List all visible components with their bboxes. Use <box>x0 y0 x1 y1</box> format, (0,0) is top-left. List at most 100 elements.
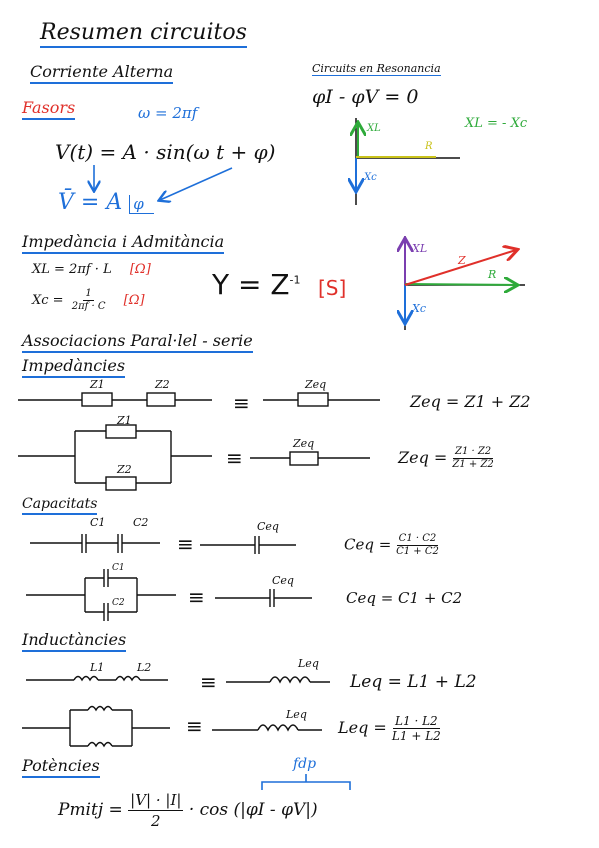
impedancia-heading-text: Impedància i Admitància <box>22 232 225 254</box>
vbar-formula: V̄ = A φ <box>58 190 154 215</box>
cap-s-equiv: ≡ <box>177 532 194 556</box>
resonancia-heading-text: Circuits en Resonancia <box>312 62 441 76</box>
fdp-bracket <box>261 774 351 790</box>
imp-s-z1: Z1 <box>90 378 105 391</box>
impedancies-heading: Impedàncies <box>22 356 126 378</box>
imp-p-zeq: Zeq <box>293 437 315 450</box>
cap-p-equiv: ≡ <box>188 585 205 609</box>
ind-par-lhs: Leq = <box>338 718 387 737</box>
impedancia-heading: Impedància i Admitància <box>22 232 225 254</box>
imp-par-num: Z1 · Z2 <box>453 446 494 459</box>
fasors-heading-text: Fasors <box>22 98 76 120</box>
resonancia-eq: φI - φV = 0 <box>312 86 419 108</box>
imp-p-z2: Z2 <box>117 463 132 476</box>
y-exp: -1 <box>289 273 301 287</box>
imp-xc-label: Xc <box>412 302 426 315</box>
ind-p-leq: Leq <box>286 708 307 721</box>
a-label: A <box>106 190 123 215</box>
cap-p-c2: C2 <box>112 598 125 608</box>
impedance-series-circuit <box>18 392 380 407</box>
ind-par-num: L1 · L2 <box>393 714 440 729</box>
cap-s-c2: C2 <box>133 516 149 529</box>
cap-s-ceq: Ceq <box>257 520 279 533</box>
impedancia-diagram <box>405 236 525 330</box>
imp-s-equiv: ≡ <box>233 391 250 415</box>
y-unit: [S] <box>318 276 347 300</box>
imp-p-z1: Z1 <box>117 414 132 427</box>
capacitats-heading: Capacitats <box>22 496 98 515</box>
pot-lhs: Pmitj = <box>58 800 123 820</box>
ind-s-leq: Leq <box>298 657 319 670</box>
potencia-formula: Pmitj = |V| · |I| 2 · cos (|φI - φV|) <box>58 790 318 831</box>
xc-unit: [Ω] <box>123 293 145 308</box>
cap-s-c1: C1 <box>90 516 106 529</box>
cap-serie-fraction: C1 · C2 C1 + C2 <box>396 533 439 558</box>
xl-eq: XL = 2πf · L <box>32 262 112 277</box>
pot-cos: · cos (|φI - φV|) <box>188 800 318 820</box>
ind-s-l2: L2 <box>137 661 152 674</box>
associacions-heading: Associacions Paral·lel - serie <box>22 331 253 353</box>
imp-par-den: Z1 + Z2 <box>452 459 494 470</box>
resonancia-diagram <box>356 118 460 205</box>
cap-p-c1: C1 <box>112 563 125 573</box>
y-eq: Y = Z <box>212 268 290 301</box>
associacions-heading-text: Associacions Paral·lel - serie <box>22 331 253 353</box>
omega-formula: ω = 2πf <box>138 104 198 122</box>
cap-serie-formula: Ceq = C1 · C2 C1 + C2 <box>344 533 439 558</box>
title-text: Resumen circuitos <box>40 20 247 48</box>
pot-num: |V| · |I| <box>128 791 184 811</box>
res-relation: XL = - Xc <box>465 116 528 131</box>
xc-fraction: 1 2πf · C <box>72 288 106 313</box>
potencies-heading-text: Potències <box>22 756 100 778</box>
ind-par-den: L1 + L2 <box>391 729 441 743</box>
inductancies-heading: Inductàncies <box>22 630 127 652</box>
y-formula: Y = Z-1 <box>212 268 301 301</box>
imp-s-z2: Z2 <box>155 378 170 391</box>
pot-fraction: |V| · |I| 2 <box>128 790 184 831</box>
resonancia-heading: Circuits en Resonancia <box>312 62 441 76</box>
ind-par-formula: Leq = L1 · L2 L1 + L2 <box>338 714 441 743</box>
imp-s-zeq: Zeq <box>305 378 327 391</box>
fdp-label: fdp <box>293 756 317 772</box>
vt-formula: V(t) = A · sin(ω t + φ) <box>55 140 276 164</box>
corriente-alterna-heading: Corriente Alterna <box>30 62 174 84</box>
xl-unit: [Ω] <box>129 262 151 277</box>
impedancies-heading-text: Impedàncies <box>22 356 126 378</box>
xc-formula: Xc = 1 2πf · C [Ω] <box>32 288 145 313</box>
res-xc-label: Xc <box>364 172 377 183</box>
section-corriente-alterna: Corriente Alterna <box>30 62 174 84</box>
fasor-arrows <box>94 165 233 200</box>
imp-xl-label: XL <box>412 242 428 255</box>
imp-par-fraction: Z1 · Z2 Z1 + Z2 <box>452 446 493 471</box>
phi-angle: φ <box>129 195 154 214</box>
cap-p-ceq: Ceq <box>272 574 294 587</box>
ind-s-equiv: ≡ <box>200 670 217 694</box>
vbar-label: V̄ = <box>58 190 100 215</box>
page-title: Resumen circuitos <box>40 20 247 48</box>
xl-formula: XL = 2πf · L [Ω] <box>32 262 151 277</box>
imp-r-label: R <box>488 268 497 281</box>
res-xl-label: XL <box>367 123 381 134</box>
capacitats-heading-text: Capacitats <box>22 496 98 515</box>
xc-num: 1 <box>83 288 94 301</box>
imp-parallel-formula: Zeq = Z1 · Z2 Z1 + Z2 <box>398 446 494 471</box>
ind-s-l1: L1 <box>90 661 105 674</box>
ind-serie-formula: Leq = L1 + L2 <box>350 672 477 692</box>
inductancies-heading-text: Inductàncies <box>22 630 127 652</box>
xc-lhs: Xc = <box>32 293 64 308</box>
inductor-parallel-circuit <box>22 705 322 748</box>
cap-serie-lhs: Ceq = <box>344 535 392 554</box>
imp-z-label: Z <box>458 254 466 267</box>
inductor-series-circuit <box>26 675 330 684</box>
potencies-heading: Potències <box>22 756 100 778</box>
xc-den: 2πf · C <box>71 301 106 312</box>
pot-den: 2 <box>151 812 161 830</box>
capacitor-parallel-circuit <box>26 569 312 621</box>
imp-p-equiv: ≡ <box>226 446 243 470</box>
imp-par-lhs: Zeq = <box>398 448 448 467</box>
imp-serie-formula: Zeq = Z1 + Z2 <box>410 392 531 411</box>
ind-p-equiv: ≡ <box>186 714 203 738</box>
cap-par-formula: Ceq = C1 + C2 <box>346 589 463 607</box>
capacitor-series-circuit <box>30 534 296 554</box>
